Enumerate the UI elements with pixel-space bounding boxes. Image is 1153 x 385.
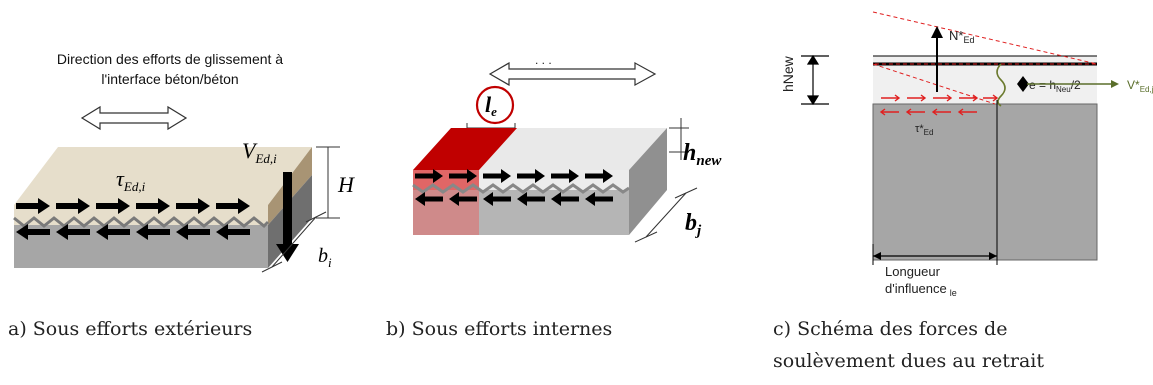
influence-arrow-right xyxy=(989,252,997,260)
bj-dimension xyxy=(634,187,698,243)
hnew-label-c: hNew xyxy=(780,55,796,92)
shear-arrows-right xyxy=(16,198,250,214)
bj-label: bj xyxy=(685,210,702,239)
panel-b-diagram: . . . le xyxy=(412,53,722,243)
red-zone-top xyxy=(413,128,517,170)
slab-b-side xyxy=(629,128,667,235)
hnew-dimension xyxy=(669,118,689,160)
height-dimension xyxy=(316,146,340,219)
panel-c: N*Ed hNew e = hNeu/2 V*Ed,j xyxy=(765,0,1153,300)
caption-b: b) Sous efforts internes xyxy=(386,318,613,340)
hnew-dimension-c xyxy=(801,54,829,106)
shear-arrows-left xyxy=(16,224,250,240)
normal-force-head xyxy=(931,26,943,38)
shear-force-head xyxy=(1111,80,1119,88)
interface-zigzag-b xyxy=(412,183,630,194)
panel-a-diagram: Direction des efforts de glissement à l'… xyxy=(13,51,355,273)
width-dimension xyxy=(261,211,327,273)
caption-c-line1: c) Schéma des forces de xyxy=(773,318,1008,340)
uplift-diagram-top xyxy=(872,11,1098,65)
shear-arrows-left-b xyxy=(415,192,613,206)
panel-c-diagram: N*Ed hNew e = hNeu/2 V*Ed,j xyxy=(780,11,1153,298)
slab-a-top-face xyxy=(14,147,312,205)
direction-double-arrow-b xyxy=(488,61,657,87)
v-ed-label: VEd,i xyxy=(242,138,277,166)
le-circle xyxy=(475,85,515,125)
red-shear-arrows-right xyxy=(881,94,999,102)
shear-arrows-right-b xyxy=(415,169,613,183)
hnew-label: hnew xyxy=(683,140,722,169)
old-slab-c xyxy=(872,103,1098,261)
v-ed-label-c: V*Ed,j xyxy=(1127,78,1153,94)
caption-c-line2: soulèvement dues au retrait xyxy=(773,350,1045,372)
eccentricity-label: e = hNeu/2 xyxy=(1029,78,1081,94)
tau-ed-label-c: τ*Ed xyxy=(915,123,933,137)
direction-double-arrow xyxy=(80,105,188,131)
obscured-heading: . . . xyxy=(535,53,552,67)
red-shear-arrows-left xyxy=(879,108,977,116)
height-label: H xyxy=(337,172,355,197)
tau-ed-label: τEd,i xyxy=(116,166,146,194)
panel-b: . . . le xyxy=(385,0,765,300)
crack-line xyxy=(996,63,1006,107)
influence-label-line1: Longueur xyxy=(885,264,941,279)
eccentricity-marker xyxy=(1017,76,1029,92)
influence-arrow-left xyxy=(873,252,881,260)
n-ed-label: N*Ed xyxy=(949,28,974,45)
vertical-force-arrow xyxy=(276,172,299,262)
panel-a-heading-line2: l'interface béton/béton xyxy=(101,71,238,87)
caption-a: a) Sous efforts extérieurs xyxy=(8,318,253,340)
interface-zigzag-a xyxy=(13,216,270,229)
panel-a: Direction des efforts de glissement à l'… xyxy=(0,0,380,300)
width-label: bi xyxy=(318,245,332,270)
panel-a-heading-line1: Direction des efforts de glissement à xyxy=(57,51,283,67)
le-label: le xyxy=(485,92,497,119)
